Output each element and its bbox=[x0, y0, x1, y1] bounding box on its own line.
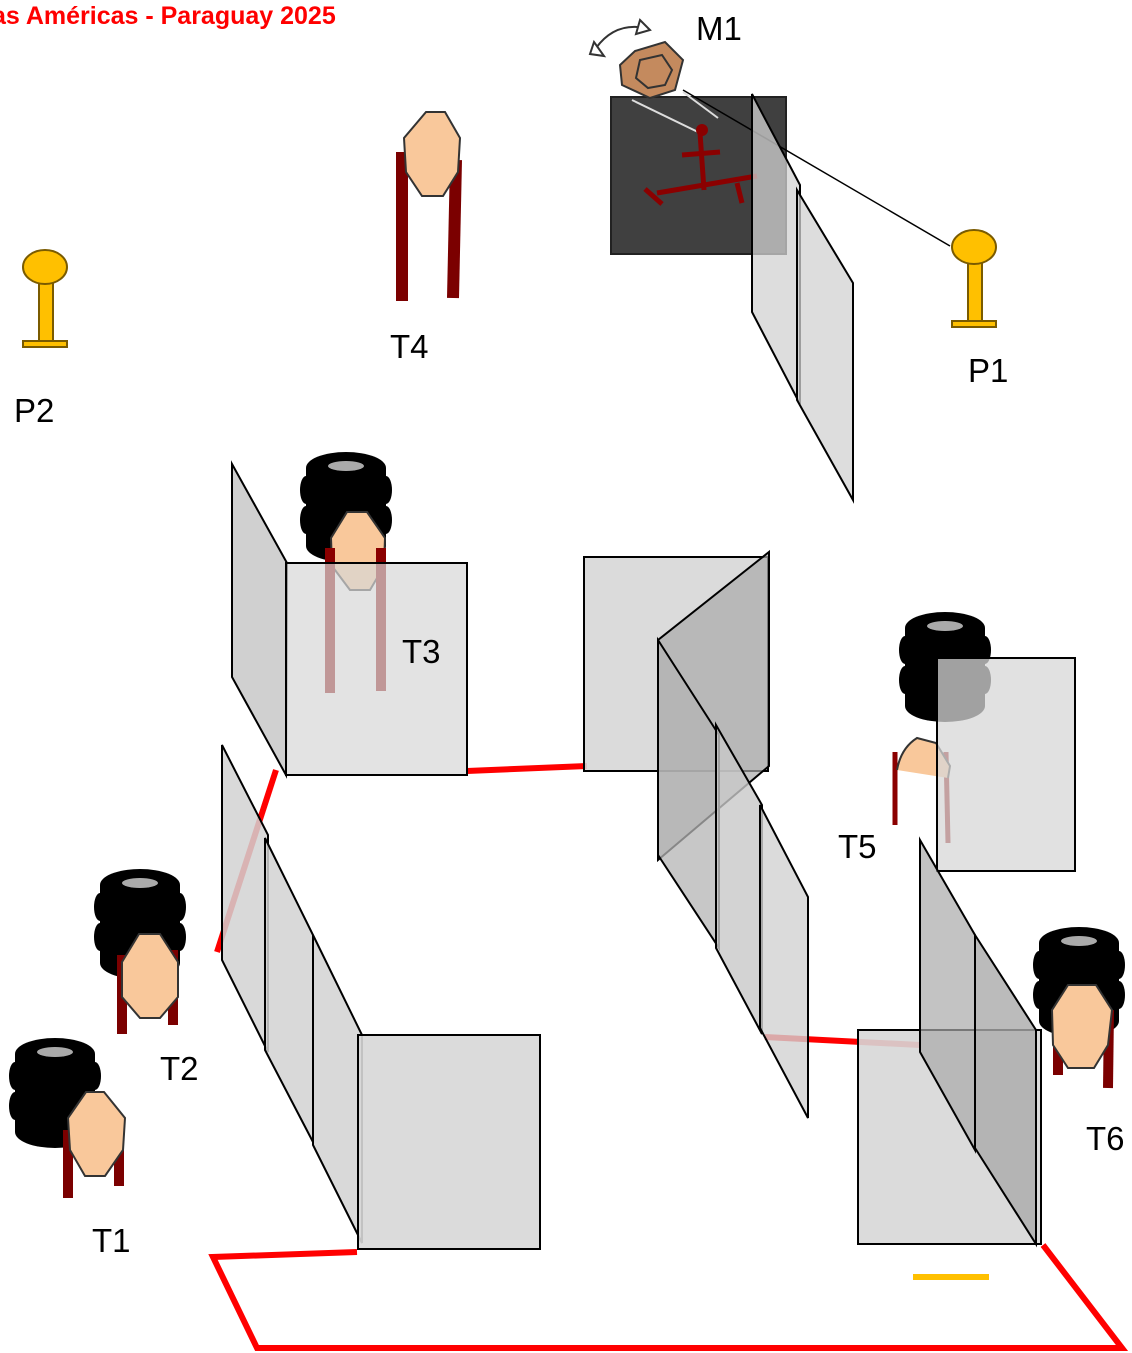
label-p2: P2 bbox=[14, 392, 55, 429]
target-t6 bbox=[1050, 984, 1114, 1089]
label-m1: M1 bbox=[696, 10, 742, 47]
label-t3: T3 bbox=[402, 633, 441, 670]
wall-right-of-m1 bbox=[751, 93, 854, 504]
target-t1 bbox=[63, 1091, 127, 1198]
fault-line-bottom bbox=[208, 1243, 1129, 1351]
popper-p1 bbox=[951, 229, 997, 328]
wall-middle-diagonal bbox=[657, 636, 809, 1119]
label-t5: T5 bbox=[838, 828, 877, 865]
popper-p2 bbox=[22, 249, 68, 348]
label-p1: P1 bbox=[968, 352, 1009, 389]
wall-t3-left bbox=[231, 460, 289, 779]
wall-t3-front bbox=[285, 562, 468, 776]
label-t6: T6 bbox=[1086, 1120, 1125, 1157]
wall-left-diagonal bbox=[221, 744, 363, 1244]
target-t2 bbox=[117, 933, 179, 1034]
label-t1: T1 bbox=[92, 1222, 131, 1259]
label-t2: T2 bbox=[160, 1050, 199, 1087]
target-t4 bbox=[396, 111, 462, 301]
wall-t6-diagonal bbox=[919, 836, 1037, 1248]
stage-title: as Américas - Paraguay 2025 bbox=[0, 2, 336, 30]
fault-line-top-middle bbox=[466, 763, 588, 774]
wall-left-front bbox=[357, 1034, 541, 1250]
label-t4: T4 bbox=[390, 328, 429, 365]
wall-t5 bbox=[936, 657, 1076, 872]
